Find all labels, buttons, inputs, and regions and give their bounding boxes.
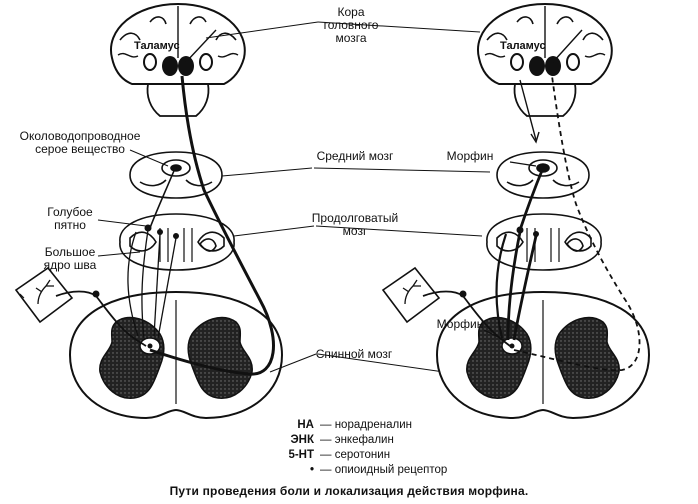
left-ascending-pathway (149, 75, 275, 376)
legend: НА — норадреналин ЭНК — энкефалин 5-НТ —… (256, 418, 447, 478)
left-ganglion (92, 290, 100, 298)
right-brain (476, 2, 613, 117)
left-skin-patch (14, 266, 74, 324)
left-descending-5 (127, 231, 139, 337)
right-thalamocortical (552, 29, 583, 63)
legend-row: • — опиоидный рецептор (256, 463, 447, 478)
label-thalamus-right: Таламус (500, 40, 546, 52)
left-afferent-nerve (55, 290, 147, 347)
label-morphine-bottom: Морфин (436, 317, 484, 331)
left-panel (14, 2, 491, 420)
figure-caption: Пути проведения боли и локализация дейст… (169, 484, 529, 498)
right-descending-3 (512, 235, 538, 341)
right-afferent-nerve (422, 290, 511, 347)
label-cortex: Кора головного мозга (323, 5, 379, 45)
left-descending-2 (141, 229, 149, 339)
left-locus-dot-2 (157, 229, 163, 235)
right-morphine-arrow-midbrain (509, 161, 537, 167)
right-raphe-dot (533, 231, 539, 237)
label-raphe: Большое ядро шва (43, 245, 97, 272)
right-spinal-cord (435, 290, 651, 420)
left-medulla (119, 213, 235, 271)
label-locus: Голубое пятно (47, 205, 93, 232)
right-midbrain (496, 151, 590, 199)
left-thalamocortical (185, 29, 217, 63)
right-descending-4 (495, 233, 508, 339)
legend-row: 5-НТ — серотонин (256, 448, 447, 463)
right-thalamus-left-nucleus (529, 56, 545, 76)
label-medulla: Продолговатый мозг (311, 211, 399, 238)
legend-row: НА — норадреналин (256, 418, 447, 433)
right-skin-patch (381, 266, 441, 324)
right-descending-2 (506, 231, 522, 341)
left-brain (109, 2, 246, 117)
right-panel (381, 2, 651, 420)
right-morphine-arrow-brain (519, 79, 537, 141)
legend-key: НА (297, 419, 314, 431)
left-raphe-dot (173, 233, 179, 239)
left-descending-1 (149, 165, 177, 229)
legend-value: — норадреналин (320, 419, 412, 431)
label-spinal: Спинной мозг (315, 347, 393, 361)
right-ganglion (459, 290, 467, 298)
right-grey-matter-right (554, 316, 620, 399)
label-midbrain: Средний мозг (316, 149, 394, 163)
legend-key: • (309, 464, 314, 476)
legend-key: ЭНК (290, 434, 314, 446)
right-morphine-arrow-spinal (483, 329, 505, 341)
legend-row: ЭНК — энкефалин (256, 433, 447, 448)
left-thalamus-left-nucleus (162, 56, 178, 76)
left-grey-matter-right (187, 316, 253, 399)
label-periaqueductal: Околоводопроводное серое вещество (19, 129, 141, 156)
left-descending-3 (153, 233, 161, 337)
label-morphine-top: Морфин (446, 149, 494, 163)
left-thalamus-right-nucleus (178, 56, 194, 76)
left-descending-4 (157, 237, 177, 339)
label-thalamus-left: Таламус (134, 40, 180, 52)
right-descending-1 (518, 167, 545, 231)
right-thalamus-right-nucleus (545, 56, 561, 76)
legend-key: 5-НТ (288, 449, 314, 461)
right-ascending-pathway-dashed (513, 75, 641, 372)
legend-value: — энкефалин (320, 434, 394, 446)
left-midbrain (129, 151, 223, 199)
legend-value: — серотонин (320, 449, 391, 461)
legend-value: — опиоидный рецептор (320, 464, 448, 476)
left-spinal-cord (68, 290, 284, 420)
left-locus-dot-1 (144, 224, 152, 232)
